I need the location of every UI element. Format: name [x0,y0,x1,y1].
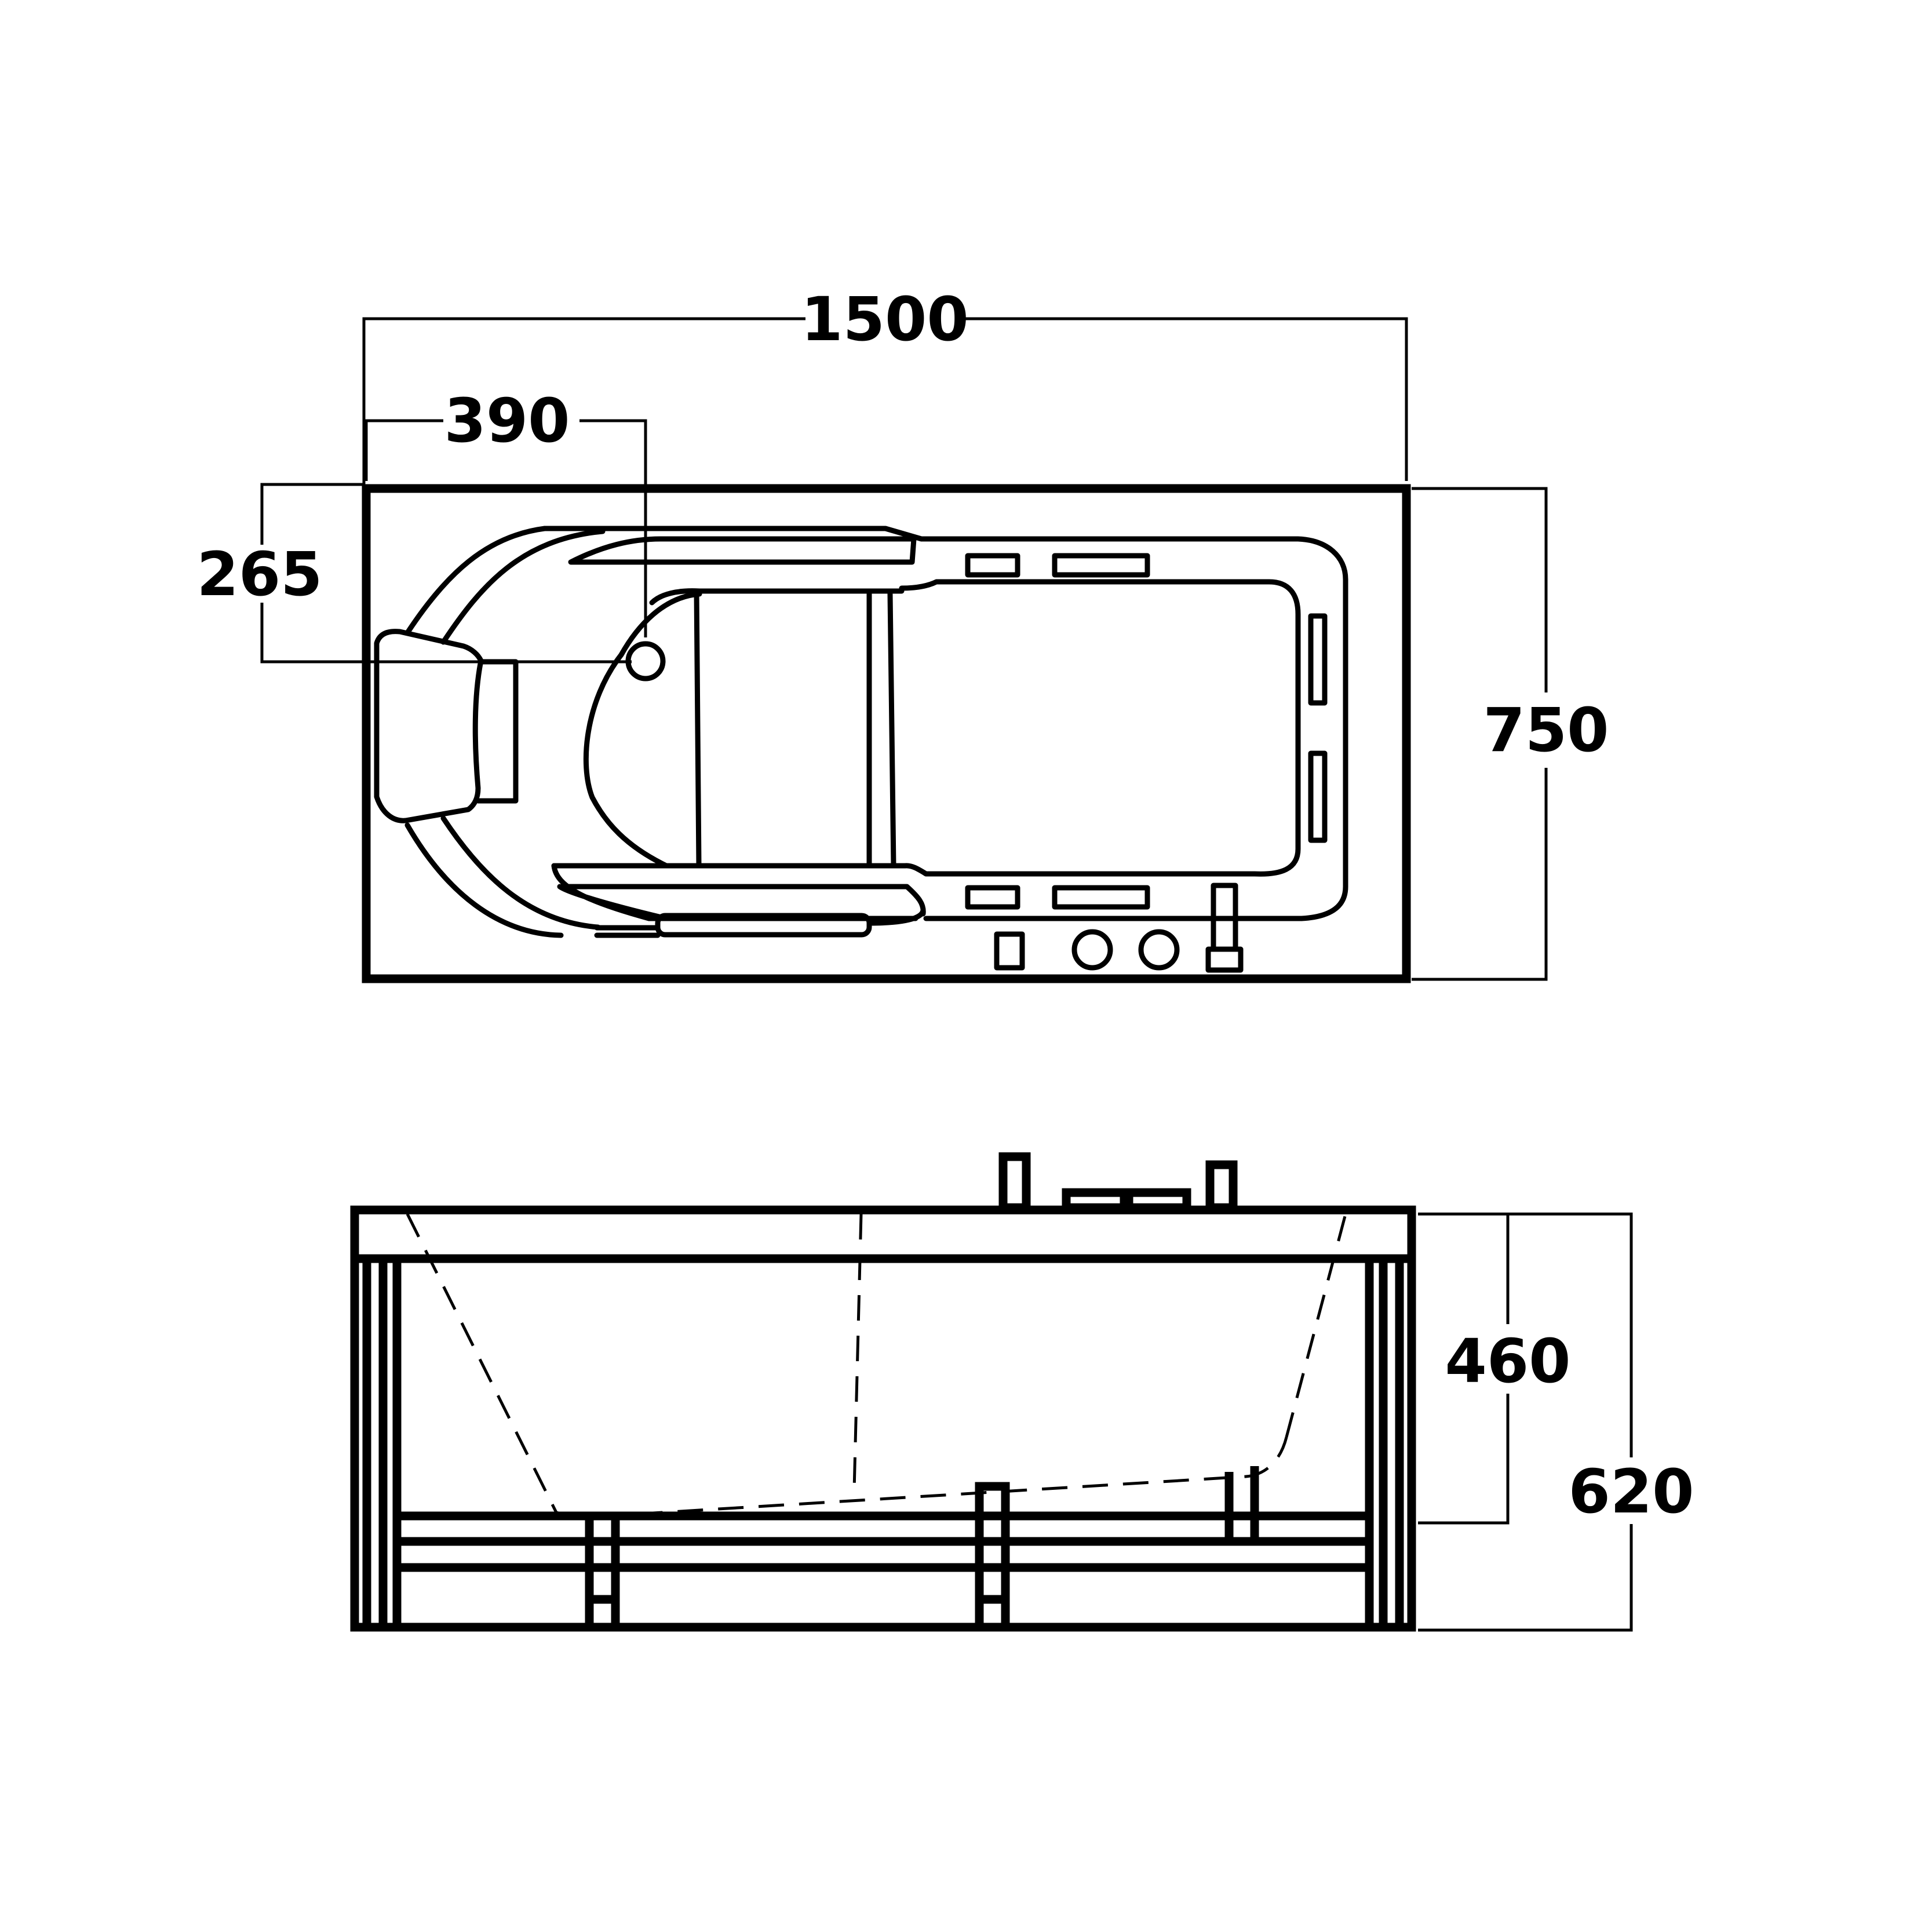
top-view-dimension-lines [260,317,1548,981]
jet-top-large [1052,553,1150,578]
support-legs [585,1466,1259,1632]
faucet-base [1205,946,1244,973]
headrest-cushion [374,629,484,823]
control-square [994,931,1025,971]
deck-controls [994,883,1244,973]
top-view: 1500 390 265 750 [196,284,1609,983]
height-label: 620 [1568,1456,1694,1527]
top-jets [965,553,1328,910]
basin-right-wall [1285,1213,1347,1438]
side-faucet-right [1205,1160,1238,1212]
headrest-bracket [475,659,519,804]
headrest [374,629,519,823]
drain-x-dimension-line [364,419,647,637]
height-dimension-line [1418,1212,1633,1632]
right-post-lines [1365,1259,1404,1627]
jet-bottom-small [965,885,1020,910]
top-outer-rim [362,484,1411,983]
seat-back-curve [583,591,702,869]
top-view-labels: 1500 390 265 750 [196,284,1609,765]
shell-left-outer-curve [404,526,548,636]
control-knob-2 [1138,929,1180,971]
side-outer-frame [350,1205,1416,1632]
tub-inner-contours [404,526,1348,938]
bottom-ledge [551,863,926,921]
length-dimension-line [362,317,1408,493]
shell-left-inner-curve [440,528,606,645]
left-post-lines [362,1259,402,1627]
seat-divider-1 [694,589,702,869]
drain-circle [625,641,666,681]
top-ledge [568,536,917,565]
side-view: 460 620 [350,1152,1694,1632]
jet-bottom-large [1052,885,1150,910]
leg-mid [975,1482,1010,1632]
shell-left-lower-curve [404,822,564,938]
base-rails [397,1511,1369,1572]
side-control-2 [1124,1188,1191,1212]
side-faucet-left [998,1152,1031,1212]
control-knob-1 [1071,929,1113,971]
width-dimension-line [1412,487,1548,981]
side-deck-fittings [998,1152,1238,1212]
side-view-dimension-lines [1418,1212,1633,1632]
shell-outer-contour [542,526,1348,921]
grab-handle-end [866,907,926,926]
jet-top-small [965,553,1020,578]
hidden-basin-profile [406,1213,1347,1518]
length-label: 1500 [801,284,968,355]
bath-floor-outline [551,579,1301,877]
width-label: 750 [1483,695,1609,765]
jet-end-upper [1308,613,1328,706]
jet-end-lower [1308,750,1328,843]
basin-left-wall [406,1213,558,1514]
side-view-labels: 460 620 [1445,1326,1694,1527]
depth-label: 460 [1445,1326,1570,1397]
basin-floor [556,1437,1288,1518]
drain-y-label: 265 [196,539,322,610]
side-control-1 [1062,1188,1129,1212]
basin-centerline [852,1213,863,1491]
seat-divider-3 [887,591,896,869]
shell-left-inner-lower-curve [440,815,601,930]
drain-pipe [1224,1466,1259,1541]
drain-x-label: 390 [444,385,570,456]
grab-handle-lead [594,925,661,938]
